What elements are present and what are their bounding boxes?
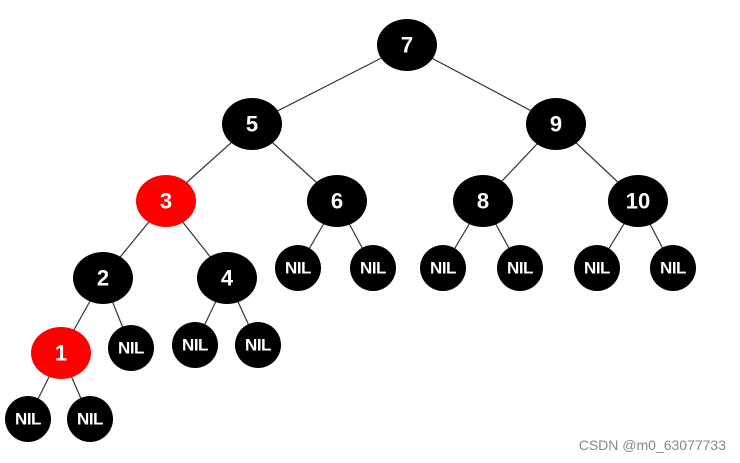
node-label-n7: 7: [401, 33, 413, 58]
node-circle-n9: [526, 98, 586, 150]
node-n5: 5: [222, 98, 282, 150]
node-label-n1r: NIL: [77, 410, 103, 429]
node-label-n10r: NIL: [660, 259, 686, 278]
node-n10: 10: [608, 175, 668, 227]
node-n1: 1: [31, 327, 91, 379]
node-label-n2: 2: [97, 266, 109, 291]
node-circle-n6l: [275, 245, 321, 291]
node-label-n4: 4: [221, 266, 234, 291]
node-n8r: NIL: [497, 245, 543, 291]
node-n4r: NIL: [235, 322, 281, 368]
node-label-n10: 10: [626, 189, 650, 214]
node-circle-n6: [307, 175, 367, 227]
node-n2: 2: [73, 252, 133, 304]
node-label-n6: 6: [331, 189, 343, 214]
node-circle-n2r: [108, 325, 154, 371]
node-circle-n1l: [5, 396, 51, 442]
node-circle-n3: [136, 175, 196, 227]
node-n3: 3: [136, 175, 196, 227]
node-n1l: NIL: [5, 396, 51, 442]
node-n6: 6: [307, 175, 367, 227]
node-n6l: NIL: [275, 245, 321, 291]
node-circle-n10r: [650, 245, 696, 291]
node-circle-n4: [197, 252, 257, 304]
node-label-n5: 5: [246, 112, 258, 137]
node-circle-n6r: [350, 245, 396, 291]
node-circle-n8: [453, 175, 513, 227]
node-circle-n4l: [172, 322, 218, 368]
node-n4: 4: [197, 252, 257, 304]
node-n1r: NIL: [67, 396, 113, 442]
watermark: CSDN @m0_63077733: [578, 437, 726, 453]
node-label-n2r: NIL: [118, 339, 144, 358]
node-label-n8: 8: [477, 189, 489, 214]
node-label-n1: 1: [55, 341, 67, 366]
node-label-n6l: NIL: [285, 259, 311, 278]
node-n7: 7: [377, 19, 437, 71]
node-label-n4r: NIL: [245, 336, 271, 355]
node-circle-n4r: [235, 322, 281, 368]
node-n9: 9: [526, 98, 586, 150]
node-label-n4l: NIL: [182, 336, 208, 355]
node-n8: 8: [453, 175, 513, 227]
node-n8l: NIL: [420, 245, 466, 291]
node-circle-n2: [73, 252, 133, 304]
node-n4l: NIL: [172, 322, 218, 368]
node-label-n6r: NIL: [360, 259, 386, 278]
node-circle-n8r: [497, 245, 543, 291]
node-label-n1l: NIL: [15, 410, 41, 429]
node-label-n10l: NIL: [584, 259, 610, 278]
node-n10l: NIL: [574, 245, 620, 291]
node-n10r: NIL: [650, 245, 696, 291]
node-circle-n5: [222, 98, 282, 150]
node-n2r: NIL: [108, 325, 154, 371]
node-circle-n1: [31, 327, 91, 379]
node-circle-n10l: [574, 245, 620, 291]
node-circle-n8l: [420, 245, 466, 291]
node-n6r: NIL: [350, 245, 396, 291]
node-label-n3: 3: [160, 189, 172, 214]
node-circle-n1r: [67, 396, 113, 442]
node-label-n8r: NIL: [507, 259, 533, 278]
node-label-n8l: NIL: [430, 259, 456, 278]
node-label-n9: 9: [550, 112, 562, 137]
node-circle-n7: [377, 19, 437, 71]
node-circle-n10: [608, 175, 668, 227]
